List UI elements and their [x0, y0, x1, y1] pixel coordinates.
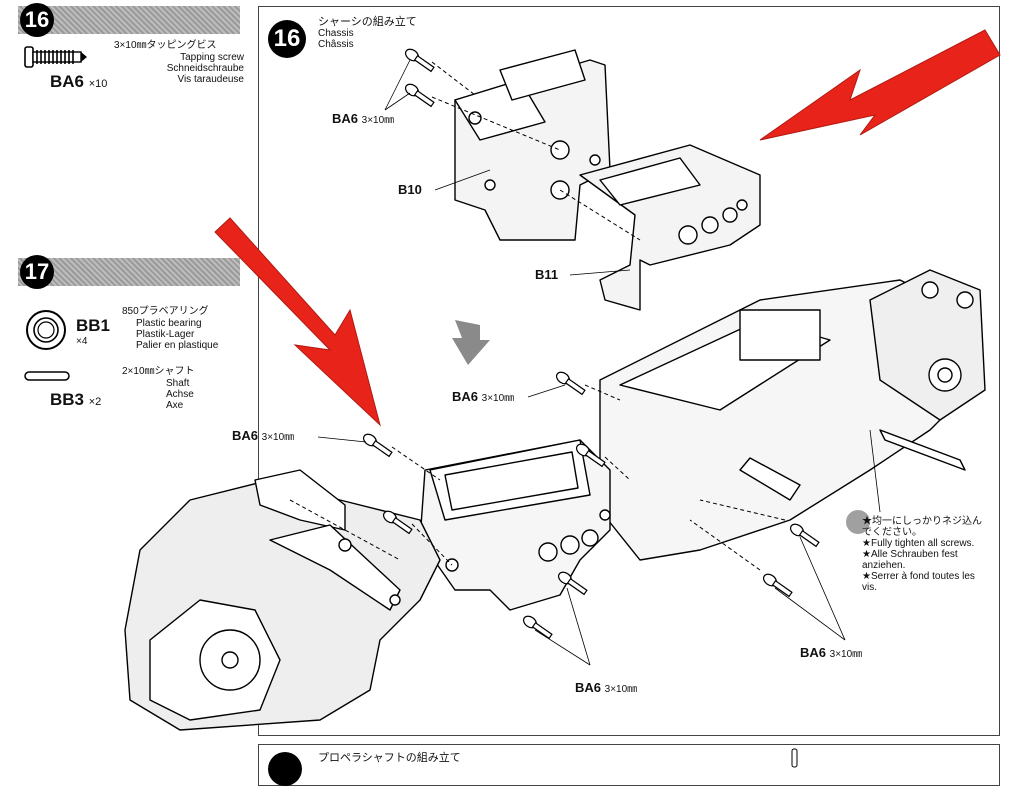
ba6-mid-size: 3×10㎜: [481, 393, 515, 404]
bearing-spec: 850プラベアリング Plastic bearing Plastik-Lager…: [122, 306, 252, 351]
ba6-bottom-size: 3×10㎜: [604, 684, 638, 695]
label-b10: B10: [398, 182, 422, 197]
note-fr-2: vis.: [862, 582, 877, 593]
step16-main-panel: [258, 6, 1000, 736]
shaft-qty: ×2: [88, 396, 102, 408]
step16-parts-number: 16: [20, 3, 54, 37]
ba6-top-code: BA6: [332, 111, 359, 126]
note-jp-2: でください。: [862, 527, 922, 538]
label-ba6-left: BA6 3×10㎜: [232, 428, 294, 443]
title-fr: Châssis: [318, 39, 354, 50]
plastic-bearing-icon: [26, 310, 66, 350]
next-step-panel: [258, 744, 1000, 786]
down-arrow-icon: [452, 320, 490, 365]
label-b11: B11: [535, 267, 559, 282]
shaft-code-text: BB3: [50, 390, 85, 409]
label-ba6-mid: BA6 3×10㎜: [452, 389, 514, 404]
note-de-2: anziehen.: [862, 560, 906, 571]
title-en: Chassis: [318, 28, 354, 39]
main-step-number: 16: [268, 20, 306, 58]
next-part-icon: [791, 748, 798, 768]
screw-spec-jp: 3×10㎜タッピングビス: [114, 40, 217, 51]
screw-qty: ×10: [88, 78, 108, 90]
bearing-name-fr: Palier en plastique: [136, 340, 219, 351]
note-jp-1: ★均一にしっかりネジ込ん: [862, 516, 982, 527]
shaft-code: BB3 ×2: [50, 390, 101, 410]
shaft-icon: [24, 371, 70, 381]
label-ba6-top: BA6 3×10㎜: [332, 111, 394, 126]
step16-screw-spec: 3×10㎜タッピングビス Tapping screw Schneidschrau…: [114, 40, 244, 85]
ba6-left-size: 3×10㎜: [261, 432, 295, 443]
shaft-spec-jp: 2×10㎜シャフト: [122, 366, 195, 377]
bearing-spec-jp: 850プラベアリング: [122, 306, 209, 317]
step16-parts-header-bar: [18, 6, 240, 34]
note-en: ★Fully tighten all screws.: [862, 538, 975, 549]
ba6-right-size: 3×10㎜: [829, 649, 863, 660]
tighten-note: ★均一にしっかりネジ込ん でください。 ★Fully tighten all s…: [862, 516, 996, 593]
ba6-left-code: BA6: [232, 428, 259, 443]
bearing-name-en: Plastic bearing: [136, 318, 202, 329]
ba6-mid-code: BA6: [452, 389, 479, 404]
shaft-spec: 2×10㎜シャフト Shaft Achse Axe: [122, 366, 242, 411]
next-step-number: [268, 752, 302, 786]
note-fr-1: ★Serrer à fond toutes les: [862, 571, 975, 582]
tapping-screw-icon: [24, 46, 87, 68]
screw-name-fr: Vis taraudeuse: [177, 74, 244, 85]
ba6-bottom-code: BA6: [575, 680, 602, 695]
shaft-name-en: Shaft: [166, 378, 190, 389]
screw-name-en: Tapping screw: [180, 52, 244, 63]
next-step-title: プロペラシャフトの組み立て: [318, 752, 461, 764]
bearing-code: BB1 ×4: [76, 316, 110, 347]
note-de-1: ★Alle Schrauben fest: [862, 549, 958, 560]
bearing-qty: ×4: [76, 336, 88, 347]
screw-code: BA6: [50, 72, 85, 91]
label-ba6-right: BA6 3×10㎜: [800, 645, 862, 660]
screws: [362, 48, 820, 640]
shaft-name-fr: Axe: [166, 400, 184, 411]
ba6-top-size: 3×10㎜: [361, 115, 395, 126]
step16-screw-code: BA6 ×10: [50, 72, 107, 92]
bearing-name-de: Plastik-Lager: [136, 329, 195, 340]
shaft-name-de: Achse: [166, 389, 194, 400]
chassis-assembly-drawing: [124, 29, 1001, 731]
bearing-code-text: BB1: [76, 316, 111, 335]
screw-name-de: Schneidschraube: [166, 63, 244, 74]
title-jp: シャーシの組み立て: [318, 16, 417, 28]
ba6-right-code: BA6: [800, 645, 827, 660]
label-ba6-bottom: BA6 3×10㎜: [575, 680, 637, 695]
step17-parts-header-bar: [18, 258, 240, 286]
main-step-title: シャーシの組み立て Chassis Châssis: [318, 16, 417, 50]
step17-parts-number: 17: [20, 255, 54, 289]
